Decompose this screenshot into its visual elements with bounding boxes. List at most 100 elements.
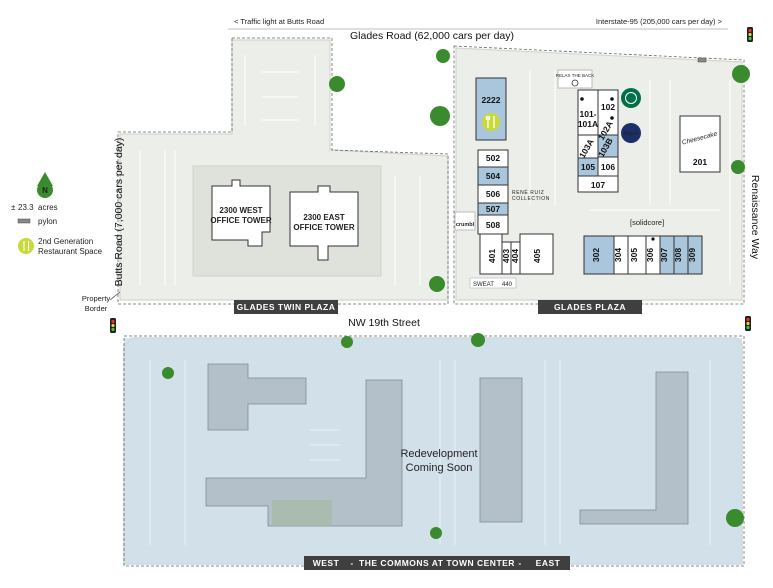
pylon-legend-icon	[17, 218, 31, 224]
commons-east-label: EAST	[536, 558, 561, 568]
commons-separator: -	[518, 558, 521, 568]
commons-name-label: THE COMMONS AT TOWN CENTER	[359, 558, 515, 568]
unit-103b[interactable]	[597, 134, 619, 158]
fork-knife-icon	[23, 241, 30, 251]
building-100	[577, 89, 619, 193]
legend: N ± 23.3 acres pylon 2nd Generation Rest…	[11, 172, 103, 256]
pylon-legend-label: pylon	[38, 217, 57, 226]
starbucks-logo	[621, 88, 641, 108]
north-label: N	[42, 186, 48, 195]
relax-the-back-logo-box	[557, 69, 593, 89]
unit-308-label: 308	[673, 248, 683, 262]
east-office-tower	[289, 185, 359, 261]
unit-309[interactable]	[687, 235, 703, 275]
unit-106-label: 106	[601, 162, 615, 172]
unit-102-label: 102	[601, 102, 615, 112]
north-arrow-icon	[37, 182, 53, 198]
unit-105-label: 105	[581, 162, 595, 172]
west-tower-label: 2300 WEST	[219, 206, 262, 215]
glades-twin-plaza-banner	[234, 300, 338, 314]
commons-separator: -	[350, 558, 353, 568]
unit-307-label: 307	[659, 248, 669, 262]
redevelopment-label: Coming Soon	[406, 462, 473, 474]
pylon-icon	[697, 57, 707, 63]
acres-plus-minus: ±	[11, 203, 16, 212]
bagels-logo	[621, 123, 641, 143]
unit-502-label: 502	[486, 153, 500, 163]
unit-2222-label: 2222	[482, 95, 501, 105]
east-tower-label: 2300 EAST	[303, 213, 344, 222]
interstate-95-label: Interstate-95 (205,000 cars per day) >	[596, 17, 723, 26]
traffic-light-icon	[745, 316, 751, 331]
east-tower-label: OFFICE TOWER	[293, 223, 354, 232]
starbucks-logo-inner	[625, 92, 637, 104]
nw-19th-street-label: NW 19th Street	[348, 317, 420, 329]
unit-304-label: 304	[613, 248, 623, 262]
sweat-440-logo: SWEAT	[473, 282, 494, 288]
traffic-light-icon	[110, 318, 116, 333]
unit-508-label: 508	[486, 220, 500, 230]
unit-309-label: 309	[687, 248, 697, 262]
west-tower-label: OFFICE TOWER	[210, 216, 271, 225]
property-border-label: Border	[85, 304, 108, 313]
renaissance-way-label: Renaissance Way	[749, 175, 761, 260]
property-border-pointer	[109, 291, 121, 301]
parking-stripes	[149, 360, 711, 545]
traffic-light-butts-label: < Traffic light at Butts Road	[234, 17, 324, 26]
pylon-dot	[610, 97, 614, 101]
butts-road-label: Butts Road (7,000 cars per day)	[113, 138, 125, 287]
property-border-label: Property	[82, 294, 111, 303]
commons-banner	[304, 556, 570, 570]
unit-201-label: 201	[693, 157, 707, 167]
rene-ruiz-logo: COLLECTION	[512, 196, 550, 202]
property-border-line	[123, 335, 745, 567]
pylon-dot	[610, 116, 614, 120]
palm-tree-icon	[162, 49, 750, 539]
unit-401-label: 401	[487, 249, 497, 263]
glades-twin-plaza-label: GLADES TWIN PLAZA	[237, 302, 336, 312]
unit-107-label: 107	[591, 180, 605, 190]
unit-405[interactable]	[519, 233, 554, 275]
commons-west-label: WEST	[313, 558, 340, 568]
unit-506-label: 506	[486, 189, 500, 199]
crumbl-logo: crumbl	[456, 222, 475, 228]
parking-stripes	[139, 55, 421, 285]
sweat-440-logo-box	[469, 277, 517, 289]
redevelopment-label: Redevelopment	[400, 448, 477, 460]
parking-stripes	[529, 70, 731, 285]
relax-the-back-logo: RELAX THE BACK	[556, 73, 594, 78]
unit-405-label: 405	[532, 249, 542, 263]
pylon-dot	[651, 237, 655, 241]
building-500	[477, 149, 509, 235]
acres-label: acres	[38, 203, 58, 212]
unit-504-label: 504	[486, 171, 500, 181]
bagels-logo-text: Bagels	[623, 131, 639, 137]
unit-302-label: 302	[591, 248, 601, 262]
unit-305-label: 305	[629, 248, 639, 262]
glades-road-label: Glades Road (62,000 cars per day)	[350, 30, 514, 42]
acres-value: 23.3	[18, 203, 34, 212]
glades-plaza-label: GLADES PLAZA	[554, 302, 626, 312]
redevelopment-courtyard	[272, 500, 332, 526]
unit-201[interactable]	[679, 115, 721, 173]
building-300	[583, 235, 703, 275]
solidcore-logo: [solidcore]	[630, 218, 664, 227]
north-arrow-icon	[37, 172, 53, 186]
unit-403-label: 403	[501, 249, 511, 263]
redevelopment-buildings	[205, 363, 689, 527]
restaurant-legend-label: Restaurant Space	[38, 247, 103, 256]
restaurant-legend-icon	[18, 238, 34, 254]
unit-507-label: 507	[486, 204, 500, 214]
west-office-tower	[211, 179, 271, 247]
unit-302[interactable]	[583, 235, 615, 275]
restaurant-space-icon	[482, 113, 500, 131]
crumbl-logo-box	[454, 211, 476, 231]
restaurant-legend-label: 2nd Generation	[38, 237, 93, 246]
property-border-line	[117, 37, 449, 305]
relax-the-back-icon	[571, 79, 579, 87]
traffic-light-icon	[747, 27, 753, 42]
rene-ruiz-logo: RENÉ RUIZ	[512, 189, 544, 196]
unit-101-label: 101-	[579, 109, 596, 119]
unit-101a-label: 101A	[578, 119, 598, 129]
